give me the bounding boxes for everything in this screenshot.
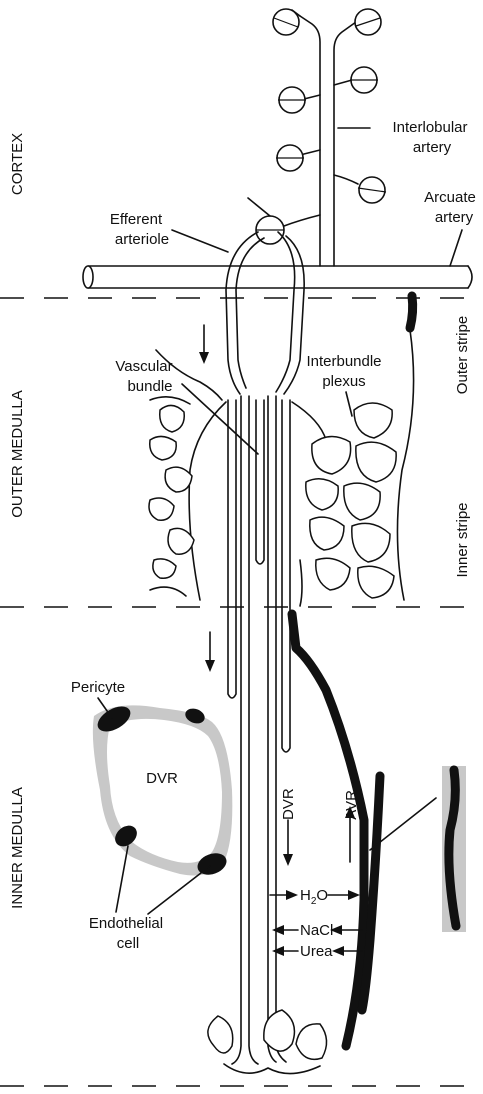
arcuate-label-line1: Arcuate [424,189,476,206]
flow-arrows [199,325,215,672]
arcuate-leader [450,230,462,266]
arcuate-label-line2: artery [435,209,474,226]
papilla-capillary-loops [208,1010,327,1074]
endothelial-label-line2: cell [117,935,140,952]
zone-label-cortex: CORTEX [9,133,26,195]
avr-segment-inset [370,766,466,932]
dvr-vessel-label: DVR [280,788,297,820]
zone-label-inner-stripe: Inner stripe [454,502,471,577]
interbundle-label-line1: Interbundle [306,353,381,370]
interlobular-label-line2: artery [413,139,452,156]
interbundle-label-line2: plexus [322,373,365,390]
glomeruli [256,9,386,244]
arcuate-artery [83,266,472,288]
vascular-bundle-leader [182,384,258,454]
vascular-bundle [228,396,290,1064]
dvr-cell-label: DVR [146,770,178,787]
interlobular-label-line1: Interlobular [392,119,467,136]
interbundle-leader [346,392,352,416]
efferent-label-line2: arteriole [115,231,169,248]
ascending-vasa-recta [292,614,380,1046]
zone-label-inner-medulla: INNER MEDULLA [9,787,26,909]
efferent-label-line1: Efferent [110,211,163,228]
vascular-bundle-label-line1: Vascular [115,358,172,375]
efferent-leader [172,230,228,252]
endothelial-label-line1: Endothelial [89,915,163,932]
vascular-bundle-label-line2: bundle [127,378,172,395]
dvr-cross-section: DVR [93,701,232,878]
pericyte-label: Pericyte [71,679,125,696]
avr-vessel-label: AVR [343,790,360,820]
endothelial-leader-1 [116,846,128,912]
zone-label-outer-medulla: OUTER MEDULLA [9,390,26,518]
zone-label-outer-stripe: Outer stripe [454,316,471,394]
interlobular-artery [284,10,364,266]
h2o-label: H2O [300,887,328,907]
urea-label: Urea [300,943,333,960]
interbundle-plexus-right [292,296,414,606]
nacl-label: NaCl [300,922,333,939]
transport-annotations: DVR AVR H2O NaCl Urea [270,788,362,960]
